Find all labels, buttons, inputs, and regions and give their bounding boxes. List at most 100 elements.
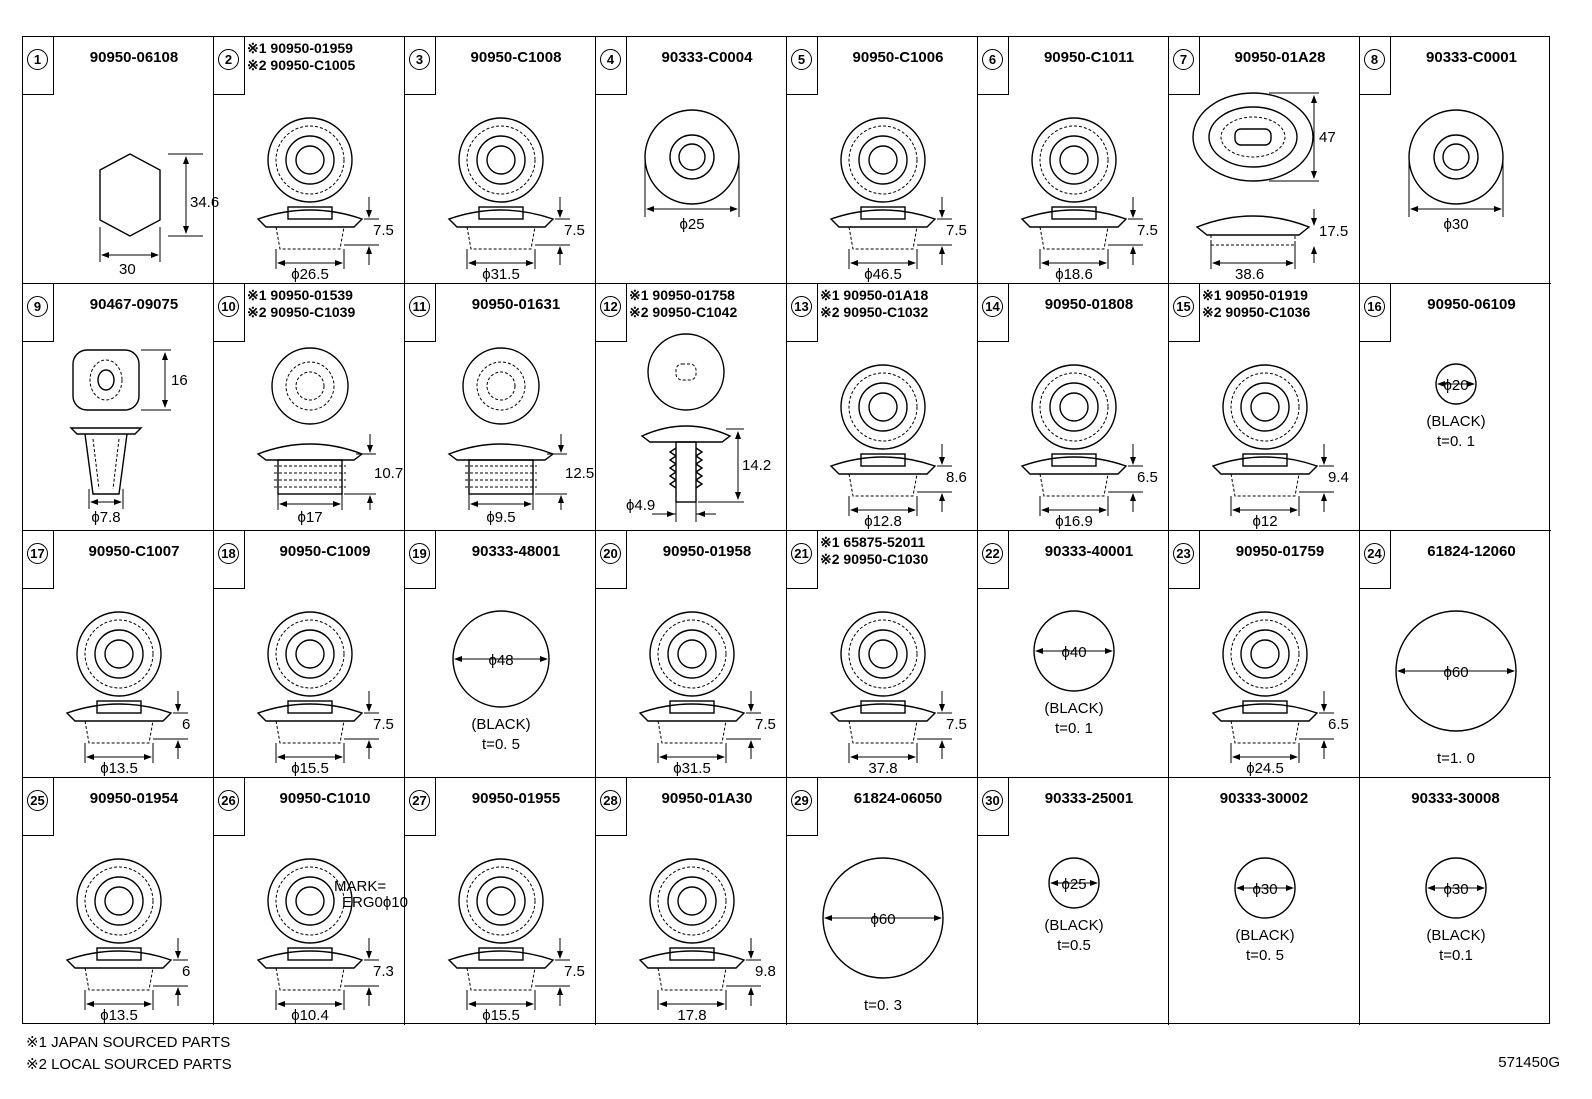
dimension-diameter: ϕ12.8 bbox=[864, 513, 902, 530]
dimension-height: 10.7 bbox=[374, 465, 403, 482]
item-number: 11 bbox=[409, 296, 430, 317]
dimension-height: 6 bbox=[182, 963, 190, 980]
item-number-box: 12 bbox=[596, 284, 627, 342]
dimension-diameter: 37.8 bbox=[868, 760, 897, 777]
item-number-box: 3 bbox=[405, 37, 436, 95]
part-number-japan: ※1 65875-52011 bbox=[820, 534, 926, 550]
color-note: (BLACK) bbox=[1235, 927, 1294, 944]
dimension-diameter: ϕ10.4 bbox=[291, 1007, 329, 1024]
dimension-height: 16 bbox=[171, 372, 188, 389]
dimension-diameter: ϕ30 bbox=[1443, 216, 1468, 233]
part-number-text: 90950-06109 bbox=[1427, 296, 1516, 313]
item-number-box: 15 bbox=[1169, 284, 1200, 342]
dimension-width: 30 bbox=[119, 261, 136, 278]
sealing-disc-drawing bbox=[1048, 857, 1100, 909]
part-drawing: 7.5 ϕ15.5 bbox=[447, 858, 585, 1024]
grommet-top-view bbox=[76, 611, 162, 697]
part-number-text: 90950-01759 bbox=[1235, 543, 1325, 560]
grommet-top-view bbox=[1031, 117, 1117, 203]
item-number-box: 13 bbox=[787, 284, 818, 342]
footnote-local: ※2 LOCAL SOURCED PARTS bbox=[26, 1056, 232, 1073]
part-number: 61824-06050 bbox=[821, 790, 975, 807]
dimension-diameter: ϕ26.5 bbox=[291, 266, 329, 283]
color-note: (BLACK) bbox=[1426, 927, 1485, 944]
sealing-disc-drawing bbox=[452, 610, 550, 708]
mark-label: MARK= bbox=[334, 878, 386, 895]
thickness-note: t=0. 1 bbox=[1437, 433, 1475, 450]
part-drawing: ϕ30(BLACK)t=0.1 bbox=[1425, 857, 1487, 964]
grommet-side-view bbox=[829, 444, 952, 516]
dimension-diameter: ϕ18.6 bbox=[1055, 266, 1093, 283]
dimension-height: 7.5 bbox=[755, 716, 776, 733]
part-cell: 8 90333-C0001 ϕ30 bbox=[1360, 37, 1551, 284]
part-number: 90950-01955 bbox=[439, 790, 593, 807]
sealing-disc-drawing bbox=[1425, 857, 1487, 919]
item-number: 26 bbox=[218, 790, 239, 811]
part-number: 90333-C0001 bbox=[1394, 49, 1549, 66]
dimension-height: 7.5 bbox=[564, 963, 585, 980]
trim-pin-drawing bbox=[640, 333, 744, 522]
dimension-height: 7.5 bbox=[1137, 222, 1158, 239]
part-number: 90333-30002 bbox=[1171, 790, 1357, 807]
dimension-diameter: ϕ15.5 bbox=[482, 1007, 520, 1024]
part-number: 90950-C1007 bbox=[57, 543, 211, 560]
item-number-box: 1 bbox=[23, 37, 54, 95]
part-drawing: 9.817.8 bbox=[638, 858, 776, 1024]
hole-plug-drawing bbox=[447, 347, 567, 510]
part-number: 90950-06109 bbox=[1394, 296, 1549, 313]
part-number: 61824-12060 bbox=[1394, 543, 1549, 560]
grommet-top-view bbox=[649, 858, 735, 944]
part-number-text: 90950-C1006 bbox=[852, 49, 944, 66]
part-number-text: 90950-01A30 bbox=[661, 790, 753, 807]
part-number-japan: ※1 90950-01758 bbox=[629, 287, 735, 303]
dimension-height: 8.6 bbox=[946, 469, 967, 486]
grommet-side-view bbox=[65, 691, 188, 763]
item-number: 15 bbox=[1173, 296, 1194, 317]
dimension-diameter: ϕ40 bbox=[1061, 644, 1086, 661]
item-number-box: 24 bbox=[1360, 531, 1391, 589]
part-drawing: ϕ25(BLACK)t=0.5 bbox=[1044, 857, 1104, 954]
part-number: 90950-01954 bbox=[57, 790, 211, 807]
item-number: 17 bbox=[27, 543, 48, 564]
dimension-height: 7.5 bbox=[373, 222, 394, 239]
part-number-text: 90950-C1008 bbox=[470, 49, 562, 66]
sealing-disc-drawing bbox=[1234, 857, 1296, 919]
item-number: 5 bbox=[791, 49, 812, 70]
grommet-side-view bbox=[638, 938, 761, 1010]
item-number-box: 4 bbox=[596, 37, 627, 95]
item-number: 23 bbox=[1173, 543, 1194, 564]
dimension-diameter: ϕ4.9 bbox=[626, 497, 655, 514]
item-number: 8 bbox=[1364, 49, 1385, 70]
grommet-top-view bbox=[1031, 364, 1117, 450]
thickness-note: t=1. 0 bbox=[1437, 750, 1475, 767]
dimension-depth: 17.5 bbox=[1319, 223, 1348, 240]
item-number-box: 26 bbox=[214, 778, 245, 836]
item-number-box: 27 bbox=[405, 778, 436, 836]
part-number: 90333-30008 bbox=[1362, 790, 1549, 807]
item-number-box: 30 bbox=[978, 778, 1009, 836]
part-drawing: ϕ40(BLACK)t=0. 1 bbox=[1033, 610, 1115, 737]
grommet-top-view bbox=[267, 858, 353, 944]
grommet-side-view bbox=[829, 197, 952, 269]
item-number: 14 bbox=[982, 296, 1003, 317]
dimension-height: 7.5 bbox=[373, 716, 394, 733]
dimension-height: 9.8 bbox=[755, 963, 776, 980]
part-number-text: 90950-01958 bbox=[662, 543, 752, 560]
part-number-text: 90333-C0004 bbox=[661, 49, 753, 66]
part-number-text: 90950-01808 bbox=[1044, 296, 1134, 313]
